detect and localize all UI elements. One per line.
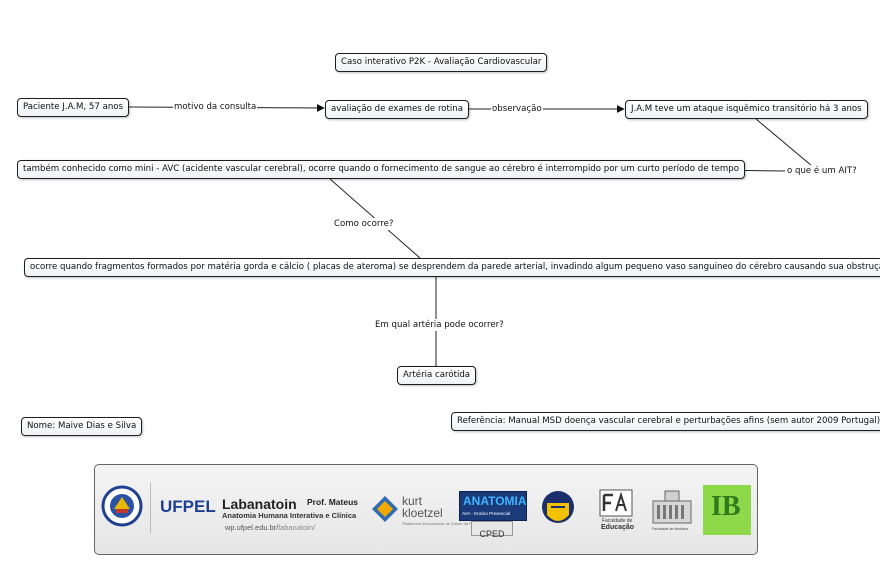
kurt-kloetzel-icon: [372, 496, 398, 522]
definition-node[interactable]: também conhecido como mini - AVC (aciden…: [17, 160, 745, 179]
anatomia-subtitle: AVA - Ensino Presencial: [462, 511, 511, 516]
shield-emblem-icon: [542, 491, 574, 523]
medicine-building-icon: [652, 490, 692, 524]
labanatomia-title: Labanatoin: [222, 496, 297, 512]
divider: [150, 483, 151, 533]
kurt-logo-line1: kurt: [402, 494, 423, 508]
fae-logo-icon: [599, 489, 633, 517]
anatomia-title: ANATOMIA: [463, 494, 527, 508]
labanatomia-url-path: labanatoin/: [278, 523, 316, 532]
artery-node[interactable]: Artéria carótida: [397, 366, 477, 385]
kurt-logo-subtitle: Plataforma Educacional de Saúde da Famíl…: [402, 521, 483, 526]
link-label-which-artery[interactable]: Em qual artéria pode ocorrer?: [374, 319, 505, 331]
labanatomia-url: wp.ufpel.edu.br/labanatoin/: [225, 523, 315, 532]
reference-node[interactable]: Referência: Manual MSD doença vascular c…: [451, 412, 880, 431]
mechanism-node[interactable]: ocorre quando fragmentos formados por ma…: [24, 258, 880, 277]
title-node[interactable]: Caso interativo P2K - Avaliação Cardiova…: [335, 53, 548, 72]
kurt-logo-line2: kloetzel: [402, 506, 443, 520]
cped-badge: CPED: [471, 521, 513, 539]
labanatomia-url-main: wp.ufpel.edu.br/: [225, 523, 279, 532]
author-node[interactable]: Nome: Maive Dias e Silva: [21, 417, 143, 436]
ufpel-logo-text: UFPEL: [160, 497, 216, 516]
link-label-reason[interactable]: motivo da consulta: [173, 101, 258, 113]
fae-label-line2: Educação: [601, 524, 635, 531]
medicine-label: Faculdade de Medicina: [652, 527, 689, 531]
labanatomia-prof: Prof. Mateus: [307, 497, 359, 507]
ib-logo-text: IB: [711, 491, 741, 522]
ait-event-node[interactable]: J.A.M teve um ataque isquêmico transitór…: [625, 100, 868, 119]
link-label-observation[interactable]: observação: [491, 103, 543, 115]
cped-label: CPED: [479, 529, 505, 539]
link-label-what-is[interactable]: o que é um AIT?: [786, 165, 858, 177]
anatomia-badge: ANATOMIA AVA - Ensino Presencial: [459, 491, 527, 521]
partner-logos-banner: UFPEL Labanatoin Prof. Mateus Anatomia H…: [94, 464, 758, 555]
link-what-is-a: [755, 118, 813, 167]
ufpel-seal-icon: [101, 485, 143, 527]
exam-node[interactable]: avaliação de exames de rotina: [325, 100, 470, 119]
link-label-how[interactable]: Como ocorre?: [333, 218, 395, 230]
ib-logo: IB: [703, 485, 751, 535]
fae-label-line1: Faculdade de: [602, 518, 633, 524]
patient-node[interactable]: Paciente J.A.M, 57 anos: [17, 98, 130, 117]
labanatomia-subtitle: Anatomia Humana Interativa e Clínica: [222, 511, 357, 520]
